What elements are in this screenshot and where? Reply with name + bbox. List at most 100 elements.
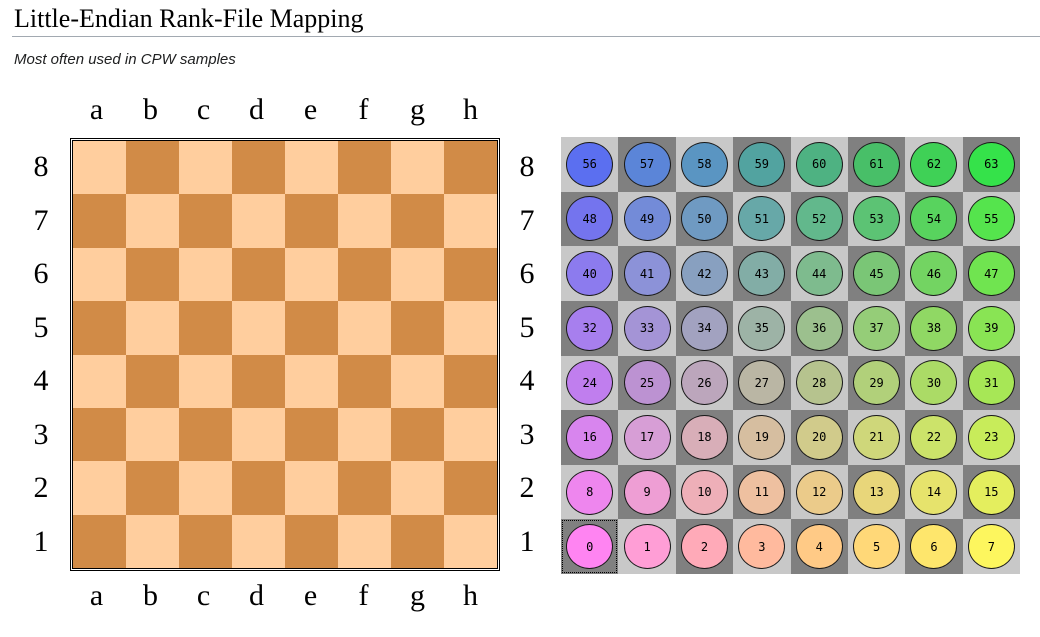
mapping-square-b3[interactable]: 17: [618, 410, 676, 465]
square-f4[interactable]: [338, 354, 391, 408]
mapping-square-g4[interactable]: 30: [905, 355, 963, 411]
mapping-square-e5[interactable]: 36: [790, 300, 848, 356]
square-f1[interactable]: [338, 514, 391, 568]
square-b1[interactable]: [126, 514, 179, 568]
mapping-square-h4[interactable]: 31: [962, 355, 1020, 411]
square-e8[interactable]: [285, 141, 338, 195]
square-d5[interactable]: [232, 301, 285, 355]
mapping-square-d3[interactable]: 19: [733, 410, 791, 465]
mapping-square-d4[interactable]: 27: [733, 355, 791, 411]
square-e7[interactable]: [285, 194, 338, 248]
mapping-square-b5[interactable]: 33: [618, 300, 676, 356]
mapping-square-e6[interactable]: 44: [790, 246, 848, 301]
square-h3[interactable]: [444, 407, 497, 462]
mapping-square-f7[interactable]: 53: [847, 191, 906, 247]
square-d7[interactable]: [232, 194, 285, 248]
mapping-square-f5[interactable]: 37: [847, 300, 906, 356]
mapping-square-b4[interactable]: 25: [618, 355, 676, 411]
square-f3[interactable]: [338, 407, 391, 462]
square-f8[interactable]: [338, 141, 391, 195]
square-a2[interactable]: [73, 461, 126, 515]
square-a8[interactable]: [73, 141, 126, 195]
mapping-square-d7[interactable]: 51: [733, 191, 791, 247]
mapping-square-b6[interactable]: 41: [618, 246, 676, 301]
mapping-square-b2[interactable]: 9: [618, 464, 676, 520]
mapping-square-b7[interactable]: 49: [618, 191, 676, 247]
mapping-square-a3[interactable]: 16: [561, 410, 619, 465]
square-g1[interactable]: [391, 514, 444, 568]
square-e2[interactable]: [285, 461, 338, 515]
square-a1[interactable]: [73, 514, 126, 568]
mapping-square-c2[interactable]: 10: [675, 464, 734, 520]
mapping-square-e8[interactable]: 60: [790, 137, 848, 192]
mapping-square-h2[interactable]: 15: [962, 464, 1020, 520]
square-f5[interactable]: [338, 301, 391, 355]
square-b5[interactable]: [126, 301, 179, 355]
mapping-square-e4[interactable]: 28: [790, 355, 848, 411]
mapping-square-f3[interactable]: 21: [847, 410, 906, 465]
square-e5[interactable]: [285, 301, 338, 355]
mapping-square-a8[interactable]: 56: [561, 137, 619, 192]
mapping-square-f6[interactable]: 45: [847, 246, 906, 301]
square-a3[interactable]: [73, 407, 126, 462]
mapping-square-e7[interactable]: 52: [790, 191, 848, 247]
square-d3[interactable]: [232, 407, 285, 462]
mapping-square-g8[interactable]: 62: [905, 137, 963, 192]
mapping-square-a2[interactable]: 8: [561, 464, 619, 520]
square-h5[interactable]: [444, 301, 497, 355]
square-a4[interactable]: [73, 354, 126, 408]
mapping-square-a5[interactable]: 32: [561, 300, 619, 356]
square-h7[interactable]: [444, 194, 497, 248]
mapping-square-f2[interactable]: 13: [847, 464, 906, 520]
square-c1[interactable]: [179, 514, 232, 568]
square-d6[interactable]: [232, 247, 285, 302]
square-b6[interactable]: [126, 247, 179, 302]
square-a5[interactable]: [73, 301, 126, 355]
mapping-square-g5[interactable]: 38: [905, 300, 963, 356]
square-g8[interactable]: [391, 141, 444, 195]
square-b3[interactable]: [126, 407, 179, 462]
square-h2[interactable]: [444, 461, 497, 515]
mapping-square-g6[interactable]: 46: [905, 246, 963, 301]
square-c6[interactable]: [179, 247, 232, 302]
square-e1[interactable]: [285, 514, 338, 568]
mapping-square-c3[interactable]: 18: [675, 410, 734, 465]
square-g4[interactable]: [391, 354, 444, 408]
square-f6[interactable]: [338, 247, 391, 302]
mapping-square-a4[interactable]: 24: [561, 355, 619, 411]
square-c4[interactable]: [179, 354, 232, 408]
square-f7[interactable]: [338, 194, 391, 248]
square-g2[interactable]: [391, 461, 444, 515]
square-g7[interactable]: [391, 194, 444, 248]
mapping-square-h1[interactable]: 7: [962, 519, 1020, 574]
mapping-square-a7[interactable]: 48: [561, 191, 619, 247]
square-g5[interactable]: [391, 301, 444, 355]
square-f2[interactable]: [338, 461, 391, 515]
mapping-square-d1[interactable]: 3: [733, 519, 791, 574]
square-d8[interactable]: [232, 141, 285, 195]
square-b4[interactable]: [126, 354, 179, 408]
square-a6[interactable]: [73, 247, 126, 302]
square-e6[interactable]: [285, 247, 338, 302]
square-e3[interactable]: [285, 407, 338, 462]
mapping-square-h3[interactable]: 23: [962, 410, 1020, 465]
square-h1[interactable]: [444, 514, 497, 568]
mapping-square-c6[interactable]: 42: [675, 246, 734, 301]
mapping-square-c5[interactable]: 34: [675, 300, 734, 356]
mapping-square-h5[interactable]: 39: [962, 300, 1020, 356]
mapping-square-e2[interactable]: 12: [790, 464, 848, 520]
mapping-square-f4[interactable]: 29: [847, 355, 906, 411]
mapping-square-g1[interactable]: 6: [905, 519, 963, 574]
mapping-square-a6[interactable]: 40: [561, 246, 619, 301]
mapping-square-h7[interactable]: 55: [962, 191, 1020, 247]
mapping-square-d6[interactable]: 43: [733, 246, 791, 301]
square-d4[interactable]: [232, 354, 285, 408]
mapping-square-g2[interactable]: 14: [905, 464, 963, 520]
mapping-square-b8[interactable]: 57: [618, 137, 676, 192]
mapping-square-h8[interactable]: 63: [962, 137, 1020, 192]
square-h6[interactable]: [444, 247, 497, 302]
square-c7[interactable]: [179, 194, 232, 248]
mapping-square-e1[interactable]: 4: [790, 519, 848, 574]
square-c3[interactable]: [179, 407, 232, 462]
square-d2[interactable]: [232, 461, 285, 515]
